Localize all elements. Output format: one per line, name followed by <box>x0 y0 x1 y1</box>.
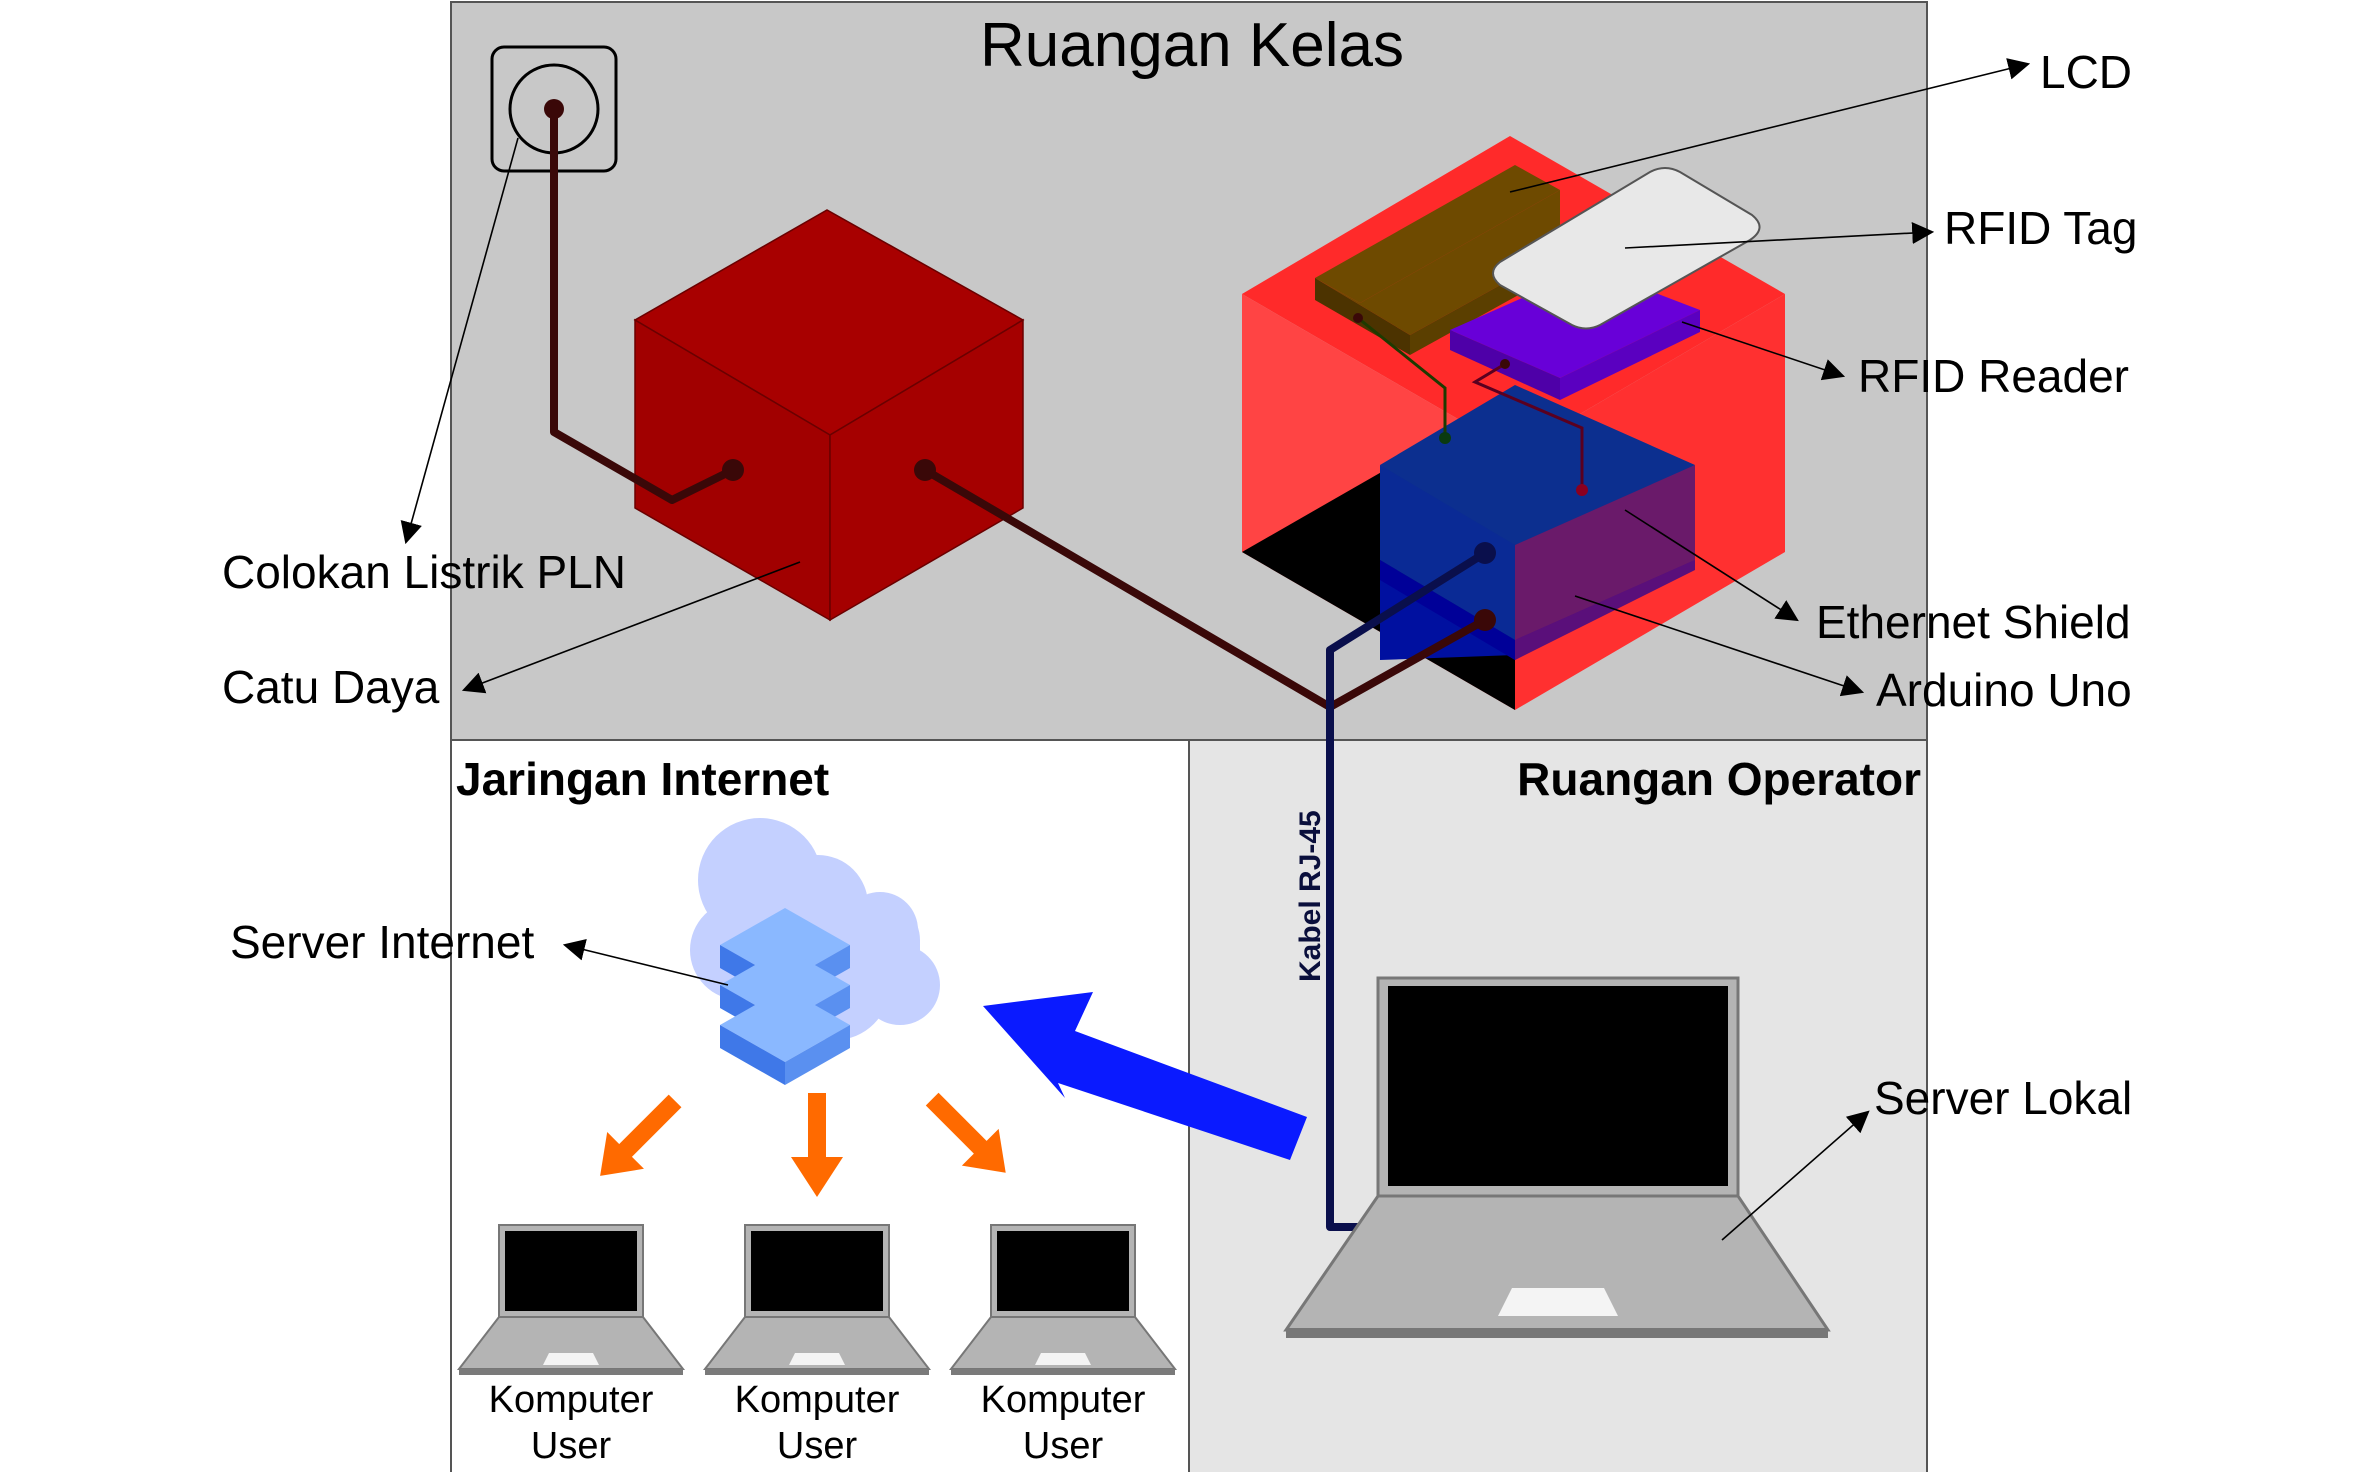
user-computer-1: Komputer User <box>458 1224 684 1467</box>
power-supply-label: Catu Daya <box>222 661 440 713</box>
user-computer-label: User <box>777 1425 858 1467</box>
internet-server-label: Server Internet <box>230 916 534 968</box>
rfid-reader-label: RFID Reader <box>1858 350 2129 402</box>
user-computer-label: User <box>1023 1425 1104 1467</box>
user-computer-label: User <box>531 1425 612 1467</box>
user-computer-3: Komputer User <box>950 1224 1176 1467</box>
network-connector <box>1474 542 1496 564</box>
distribution-arrow-icon <box>600 1092 1006 1197</box>
cable-label: Kabel RJ-45 <box>1294 810 1327 982</box>
lcd-module <box>1315 165 1560 355</box>
user-computer-label: Komputer <box>489 1379 654 1421</box>
local-server-label: Server Lokal <box>1874 1072 2132 1124</box>
internet-title: Jaringan Internet <box>456 753 829 805</box>
power-connector <box>722 459 744 481</box>
upload-arrow-icon <box>983 992 1307 1160</box>
user-computer-2: Komputer User <box>704 1224 930 1467</box>
arduino-uno-label: Arduino Uno <box>1876 664 2132 716</box>
operator-title: Ruangan Operator <box>1517 753 1921 805</box>
power-outlet-label: Colokan Listrik PLN <box>222 546 626 598</box>
lcd-label: LCD <box>2040 46 2132 98</box>
rfid-tag-label: RFID Tag <box>1944 202 2137 254</box>
ethernet-shield-board <box>1380 385 1695 660</box>
internal-wiring <box>1353 313 1588 496</box>
local-server-laptop-icon <box>1283 976 1831 1338</box>
cloud-server-icon <box>690 818 940 1085</box>
user-computer-label: Komputer <box>981 1379 1146 1421</box>
classroom-title: Ruangan Kelas <box>980 11 1404 80</box>
user-computer-label: Komputer <box>735 1379 900 1421</box>
power-connector <box>1474 609 1496 631</box>
network-cable <box>1326 549 1488 1231</box>
power-connector <box>914 459 936 481</box>
ethernet-shield-label: Ethernet Shield <box>1816 596 2131 648</box>
leader-lines <box>400 58 2031 1241</box>
